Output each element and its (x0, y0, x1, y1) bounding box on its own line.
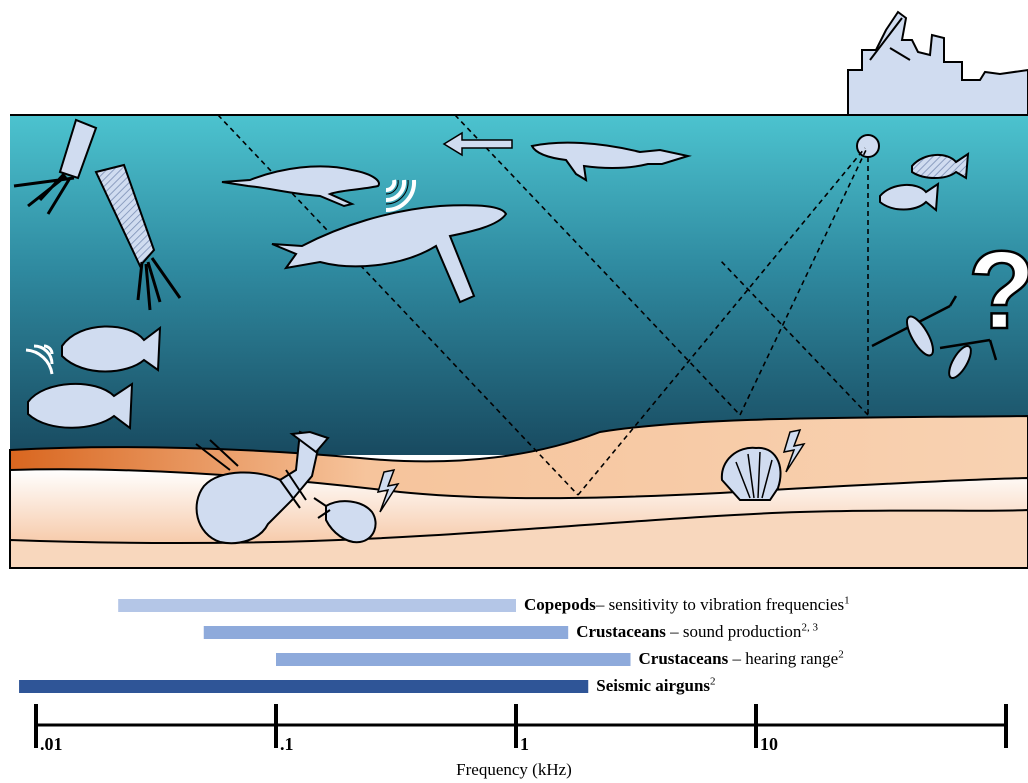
bar-description: – sensitivity to vibration frequencies (596, 595, 844, 614)
bar-label: Copepods– sensitivity to vibration frequ… (524, 595, 850, 615)
citation-superscript: 1 (844, 594, 850, 606)
bar-name: Seismic airguns (596, 676, 710, 695)
water-column (10, 115, 1028, 455)
citation-superscript: 2 (838, 648, 844, 660)
question-mark: ? (968, 229, 1028, 352)
bar-name: Crustaceans (576, 622, 666, 641)
range-bar (276, 653, 631, 666)
bar-label: Crustaceans – hearing range2 (639, 649, 844, 669)
axis-title: Frequency (kHz) (0, 760, 1028, 780)
bar-label: Seismic airguns2 (596, 676, 715, 696)
tick-label: .01 (40, 734, 63, 755)
bar-name: Crustaceans (639, 649, 729, 668)
tick-label: 10 (760, 734, 778, 755)
bar-name: Copepods (524, 595, 596, 614)
tick-label: .1 (280, 734, 294, 755)
citation-superscript: 2 (710, 675, 716, 687)
bar-description: – sound production (666, 622, 802, 641)
bar-label: Crustaceans – sound production2, 3 (576, 622, 818, 642)
range-bar (204, 626, 568, 639)
range-bar (19, 680, 588, 693)
tick-label: 1 (520, 734, 529, 755)
range-bar (118, 599, 516, 612)
citation-superscript: 2, 3 (801, 621, 818, 633)
ship (848, 12, 1028, 115)
bar-description: – hearing range (728, 649, 838, 668)
